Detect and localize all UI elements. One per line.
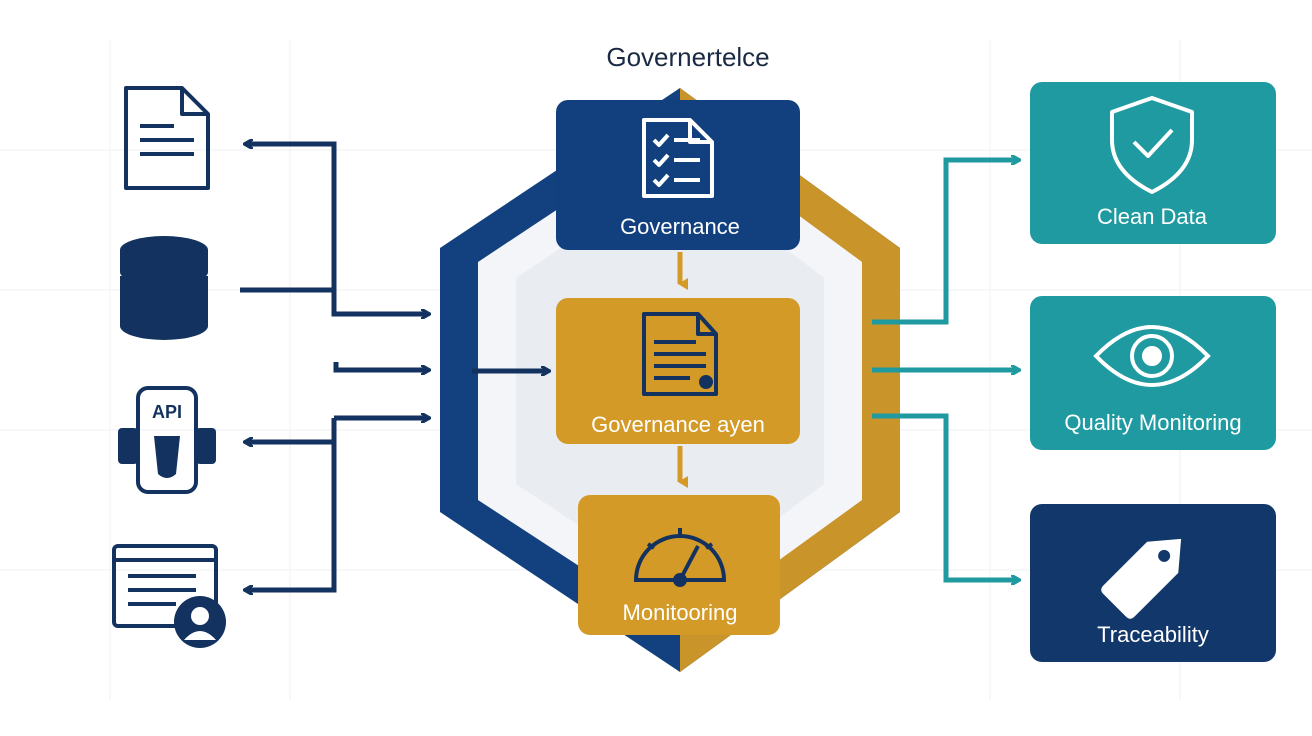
- stage-governance: Governance: [556, 100, 800, 250]
- connector-traceability: [872, 413, 1018, 580]
- connector-document: [246, 144, 337, 314]
- output-traceability-label: Traceability: [1097, 622, 1209, 647]
- source-connectors: [240, 144, 428, 590]
- connector-database: [240, 287, 428, 314]
- output-clean-data-box: [1030, 82, 1276, 244]
- stage-monitoring-box: [578, 495, 780, 635]
- shield-check-icon: [1110, 96, 1194, 194]
- source-document-icon: [124, 86, 210, 190]
- output-connectors: [872, 160, 1018, 580]
- output-quality-monitoring: Quality Monitoring: [1030, 296, 1276, 450]
- source-database-icon: [118, 236, 210, 340]
- stage-governance-layer-label: Governance ayen: [591, 412, 765, 437]
- document-icon: [642, 312, 718, 396]
- connector-user-form: [246, 442, 337, 590]
- stage-governance-label: Governance: [620, 214, 740, 239]
- source-user-form-icon: [112, 544, 226, 648]
- eye-icon: [1093, 325, 1211, 387]
- diagram-title: Governertelce: [606, 42, 769, 72]
- output-quality-label: Quality Monitoring: [1064, 410, 1241, 435]
- stage-monitoring-label: Monitooring: [623, 600, 738, 625]
- output-quality-box: [1030, 296, 1276, 450]
- connector-middle: [333, 362, 428, 370]
- gauge-icon: [633, 528, 727, 587]
- checklist-icon: [642, 118, 714, 198]
- stage-monitoring: Monitooring: [578, 495, 780, 635]
- api-label: API: [152, 402, 182, 422]
- output-traceability: Traceability: [1030, 504, 1276, 662]
- output-clean-data-label: Clean Data: [1097, 204, 1208, 229]
- stage-governance-layer: Governance ayen: [556, 298, 800, 444]
- tag-icon: [1101, 538, 1182, 619]
- source-api-icon: API: [118, 386, 216, 494]
- output-clean-data: Clean Data: [1030, 82, 1276, 244]
- stage-governance-layer-box: [556, 298, 800, 444]
- connector-clean-data: [872, 160, 1018, 325]
